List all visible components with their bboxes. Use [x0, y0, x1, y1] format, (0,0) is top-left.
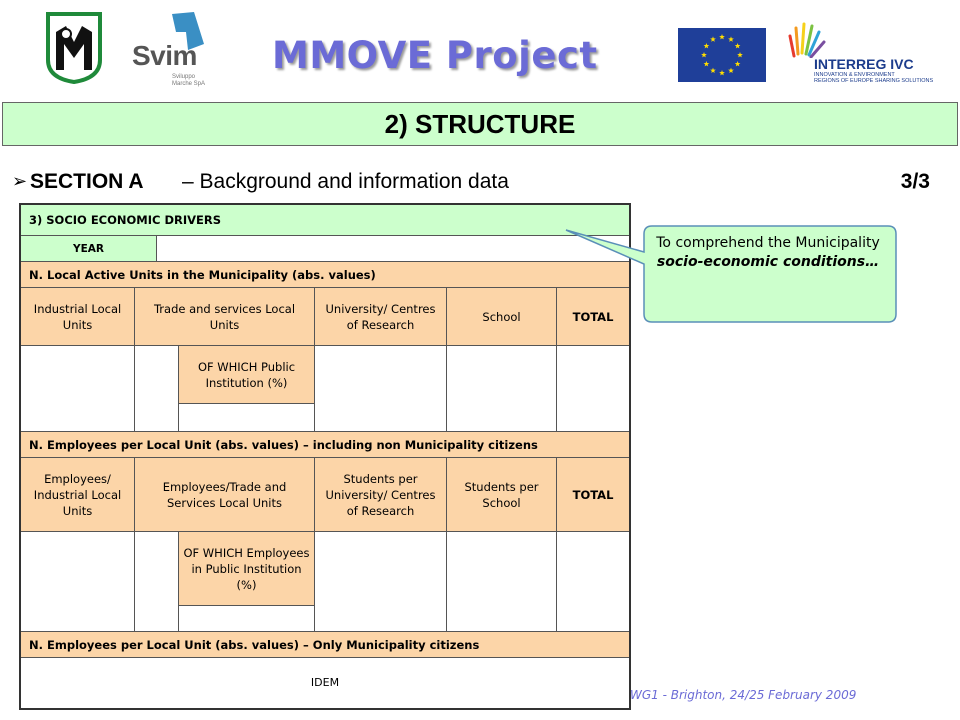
eu-star-icon [701, 52, 707, 58]
eu-star-icon [737, 52, 743, 58]
marche-region-logo [46, 12, 102, 84]
eu-star-icon [710, 36, 716, 42]
group1-value-total [557, 346, 629, 432]
group2-col-students-university: Students per University/ Centres of Rese… [315, 458, 447, 532]
group2-col-employees-industrial: Employees/ Industrial Local Units [21, 458, 135, 532]
group2-value-industrial [21, 532, 135, 632]
group1-col-trade: Trade and services Local Units [135, 288, 315, 346]
group1-sub-public-institution: OF WHICH Public Institution (%) [179, 346, 315, 404]
group1-value-school [447, 346, 557, 432]
interreg-logo: INTERREG IVC INNOVATION & ENVIRONMENT RE… [786, 18, 946, 86]
group1-heading: N. Local Active Units in the Municipalit… [21, 262, 629, 288]
eu-star-icon [703, 61, 710, 67]
year-label: YEAR [21, 236, 157, 262]
group1-value-industrial [21, 346, 135, 432]
arrow-bullet-icon: ➢ [12, 171, 28, 191]
structure-banner: 2) STRUCTURE [2, 102, 958, 146]
group2-value-school [447, 532, 557, 632]
callout-line1: To comprehend the Municipality [656, 235, 880, 251]
header: Svim Sviluppo Marche SpA MMOVE Project I… [0, 0, 960, 100]
svim-logo: Svim Sviluppo Marche SpA [128, 10, 218, 87]
section-description: – Background and information data [182, 170, 509, 193]
page-title: MMOVE Project [272, 34, 598, 77]
section-heading: ➢ SECTION A – Background and information… [10, 170, 930, 196]
group2-col-students-school: Students per School [447, 458, 557, 532]
callout-text: To comprehend the Municipality socio-eco… [640, 234, 896, 272]
eu-flag-logo [678, 28, 766, 82]
socio-economic-table: 3) SOCIO ECONOMIC DRIVERS YEAR N. Local … [19, 203, 631, 710]
group3-body: IDEM [21, 658, 629, 708]
group2-value-total [557, 532, 629, 632]
group2-value-university [315, 532, 447, 632]
section-name: SECTION A [30, 170, 144, 193]
svim-logo-text: Svim [132, 40, 197, 71]
callout-line2: socio-economic conditions… [656, 254, 880, 270]
interreg-tagline-line2: REGIONS OF EUROPE SHARING SOLUTIONS [814, 78, 934, 84]
eu-star-icon [719, 70, 725, 76]
eu-star-icon [703, 43, 710, 49]
eu-star-icon [710, 67, 716, 74]
eu-star-icon [734, 61, 741, 67]
group1-col-industrial: Industrial Local Units [21, 288, 135, 346]
group2-heading: N. Employees per Local Unit (abs. values… [21, 432, 629, 458]
group1-col-school: School [447, 288, 557, 346]
section-page-number: 3/3 [900, 170, 930, 193]
table-title: 3) SOCIO ECONOMIC DRIVERS [21, 205, 629, 236]
group2-col-employees-trade: Employees/Trade and Services Local Units [135, 458, 315, 532]
group2-sub-value [179, 606, 315, 632]
group3-heading: N. Employees per Local Unit (abs. values… [21, 632, 629, 658]
group2-value-trade [135, 532, 179, 632]
footer-text: WG1 - Brighton, 24/25 February 2009 [630, 688, 857, 702]
svim-logo-subtitle: Sviluppo Marche SpA [172, 74, 206, 87]
group1-sub-value [179, 404, 315, 432]
eu-star-icon [734, 43, 741, 49]
interreg-tagline-line1: INNOVATION & ENVIRONMENT [814, 72, 895, 78]
year-value-cell [157, 236, 629, 262]
group1-value-university [315, 346, 447, 432]
eu-star-icon [728, 67, 734, 74]
group2-sub-public-employees: OF WHICH Employees in Public Institution… [179, 532, 315, 606]
eu-star-icon [728, 36, 734, 42]
group2-col-total: TOTAL [557, 458, 629, 532]
interreg-logo-tagline: INNOVATION & ENVIRONMENT REGIONS OF EURO… [814, 72, 933, 84]
group1-col-total: TOTAL [557, 288, 629, 346]
eu-star-icon [719, 34, 725, 40]
callout-bubble [565, 225, 897, 323]
group1-value-trade [135, 346, 179, 432]
interreg-logo-text: INTERREG IVC [814, 56, 914, 72]
structure-banner-label: 2) STRUCTURE [384, 109, 576, 139]
group1-col-university: University/ Centres of Research [315, 288, 447, 346]
